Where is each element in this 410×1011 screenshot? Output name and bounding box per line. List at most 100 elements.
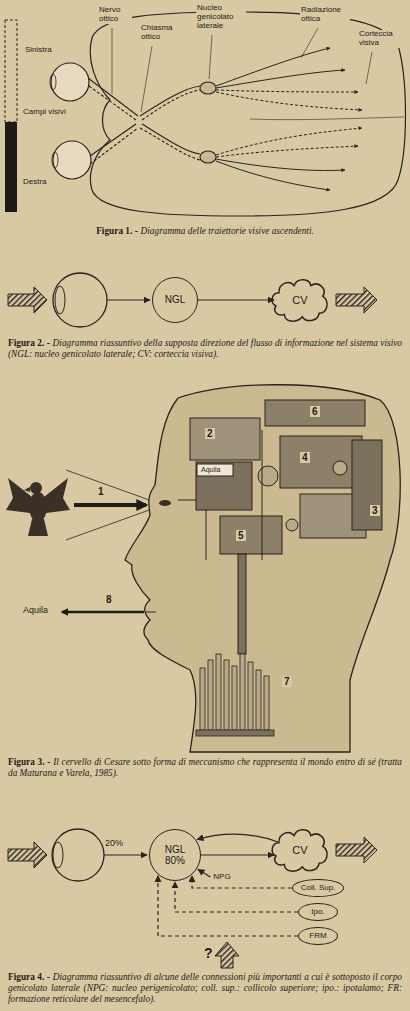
head-profile: [125, 385, 400, 752]
input-arrow: [74, 505, 146, 506]
anatomy-label: Nervo ottico: [98, 6, 132, 24]
optic-radiation: [216, 146, 358, 157]
retina-line: [107, 299, 150, 300]
input-arrow: [8, 837, 377, 968]
percent-label: 20%: [104, 839, 124, 849]
organ-pipes: [208, 660, 213, 730]
node-text-group: FRM: [309, 931, 326, 940]
node-text-group: NPG: [213, 872, 230, 881]
organ-pipes: [200, 668, 205, 730]
optic-pathway: [88, 78, 216, 164]
eye: [53, 273, 107, 327]
mechanism: [258, 466, 278, 486]
callout-number: 6: [310, 406, 320, 417]
caption-number: Figura 2. -: [8, 338, 50, 348]
eye: [55, 286, 65, 314]
optic-radiation: [216, 70, 345, 88]
connector: [175, 882, 298, 912]
connector: [198, 869, 210, 877]
node-text: FRM: [309, 931, 326, 940]
optic-radiation: [216, 48, 330, 86]
optic-pathway: [90, 128, 138, 164]
optic-pathway: [142, 124, 200, 154]
optic-pathway: [89, 86, 136, 120]
node-text-group: CV: [292, 844, 307, 857]
retina-line: [104, 854, 147, 855]
mechanism: [220, 516, 282, 554]
caption-number: Figura 4. -: [8, 972, 50, 982]
organ-pipes: [216, 654, 221, 730]
mechanism: [286, 519, 298, 531]
mechanism: [178, 430, 262, 560]
optic-radiation: [216, 159, 345, 171]
field-label: Campi visivi: [22, 108, 67, 117]
eye: [53, 273, 107, 327]
eagle: [28, 519, 48, 536]
visual-field-bar: [5, 20, 17, 212]
mechanism: [265, 400, 365, 426]
cloud-outline: [272, 830, 327, 871]
input-arrow: [215, 942, 239, 968]
mechanism: [197, 464, 233, 476]
node-text: CV: [292, 844, 307, 857]
eagle: [6, 478, 32, 513]
retina-line: [104, 855, 147, 856]
organ-pipes: [256, 670, 261, 730]
node-text: NGL: [165, 294, 186, 306]
visual-field-bar: [5, 122, 17, 212]
input-arrow: [336, 287, 377, 313]
mechanism: [190, 418, 260, 460]
eye: [51, 63, 89, 101]
figure-caption: Figura 1. -Diagramma delle traiettorie v…: [8, 226, 402, 237]
eagle: [24, 487, 30, 492]
eagle: [44, 478, 70, 513]
mechanism: [196, 462, 252, 510]
brain-outline: [90, 12, 405, 216]
figure-caption: Figura 2. -Diagramma riassuntivo della s…: [8, 338, 402, 360]
node-text-group: Ipo.: [311, 907, 324, 916]
brain-outline: [90, 12, 405, 216]
callout-number: 4: [300, 452, 310, 463]
node-text: NPG: [213, 872, 230, 881]
card-text: Aquila: [200, 466, 221, 474]
caption-text: Il cervello di Cesare sotto forma di mec…: [8, 757, 402, 778]
cortex-cloud: CV: [270, 276, 330, 324]
cloud-outline: [272, 280, 327, 321]
leader-line: [141, 46, 152, 112]
caption-number: Figura 1. -: [96, 226, 138, 236]
eye: [52, 152, 58, 168]
mechanism: [333, 461, 347, 475]
anatomy-label: Corteccia visiva: [358, 30, 404, 48]
caption-text: Diagramma riassuntivo di alcune delle co…: [8, 972, 402, 1004]
nucleus-circle: NGL80%: [149, 829, 201, 881]
leader-line: [112, 28, 113, 94]
organ-pipes: [232, 666, 237, 730]
organ-pipes: [196, 730, 274, 736]
figure-caption: Figura 4. -Diagramma riassuntivo di alcu…: [8, 972, 402, 1005]
node-text: CV: [292, 294, 307, 307]
connector: [192, 876, 292, 888]
head-profile: [159, 500, 171, 506]
eye: [50, 63, 91, 179]
output-label: Aquila: [22, 606, 49, 616]
node-text-group: NGL: [165, 294, 186, 306]
organ-pipes: [264, 676, 269, 730]
optic-pathway: [142, 90, 200, 120]
callout-number: 8: [104, 594, 114, 605]
figure-caption: Figura 3. -Il cervello di Cesare sotto f…: [8, 757, 402, 779]
sight-cone: [66, 470, 152, 501]
nucleus-circle: NGL: [152, 277, 198, 323]
organ-pipes: [196, 654, 274, 736]
mechanism: [178, 400, 382, 654]
organ-pipes: [224, 660, 229, 730]
question-mark: ?: [204, 946, 213, 961]
side-label: Destra: [22, 178, 48, 187]
leader-line: [301, 28, 318, 58]
organ-pipes: [248, 662, 253, 730]
optic-radiation: [216, 161, 330, 190]
input-arrow: [336, 837, 377, 863]
cortex-cloud: CV: [270, 826, 330, 874]
